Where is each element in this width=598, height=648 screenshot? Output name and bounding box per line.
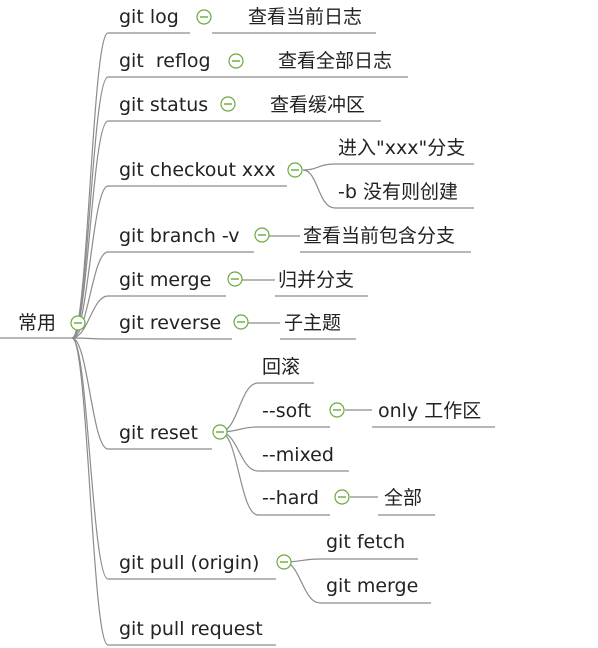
collapse-minus-icon[interactable] [287,162,303,178]
node-git-branch[interactable]: git branch -v [119,225,240,247]
node-git-merge-2[interactable]: git merge [326,575,418,597]
collapse-minus-icon[interactable] [334,489,350,505]
node-git-pull-request[interactable]: git pull request [119,618,263,640]
node-view-buffer[interactable]: 查看缓冲区 [270,94,365,116]
node-merge-branch[interactable]: 归并分支 [278,269,354,291]
node-git-pull[interactable]: git pull (origin) [119,552,259,574]
node-git-checkout[interactable]: git checkout xxx [119,159,276,181]
node-create-if-missing[interactable]: -b 没有则创建 [338,181,458,203]
node-git-reflog[interactable]: git reflog [119,50,211,72]
node-git-status[interactable]: git status [119,94,208,116]
node-all[interactable]: 全部 [384,487,422,509]
node-git-log[interactable]: git log [119,6,179,28]
collapse-minus-icon[interactable] [233,314,249,330]
collapse-minus-icon[interactable] [227,271,243,287]
node-git-reverse[interactable]: git reverse [119,312,221,334]
node-hard[interactable]: --hard [262,487,319,509]
node-git-merge[interactable]: git merge [119,269,211,291]
node-view-branches[interactable]: 查看当前包含分支 [303,225,455,247]
collapse-minus-icon[interactable] [212,424,228,440]
node-only-workspace[interactable]: only 工作区 [378,400,481,422]
collapse-minus-icon[interactable] [70,315,86,331]
labels: 常用 git log 查看当前日志 git reflog 查看全部日志 git … [18,6,481,640]
root-node[interactable]: 常用 [18,312,56,334]
node-view-current-log[interactable]: 查看当前日志 [248,6,362,28]
node-soft[interactable]: --soft [262,400,311,422]
node-mixed[interactable]: --mixed [262,444,334,466]
collapse-minus-icon[interactable] [276,554,292,570]
collapse-minus-icon[interactable] [196,9,212,25]
collapse-minus-icon[interactable] [254,227,270,243]
collapse-minus-icon[interactable] [228,53,244,69]
node-view-all-logs[interactable]: 查看全部日志 [278,50,392,72]
node-subtopic[interactable]: 子主题 [284,312,341,334]
node-git-reset[interactable]: git reset [119,422,198,444]
collapse-minus-icon[interactable] [329,402,345,418]
node-git-fetch[interactable]: git fetch [326,531,405,553]
node-enter-branch[interactable]: 进入"xxx"分支 [338,137,465,159]
collapse-toggles [70,9,350,570]
connectors [0,32,495,646]
collapse-minus-icon[interactable] [220,96,236,112]
node-rollback[interactable]: 回滚 [262,356,300,378]
